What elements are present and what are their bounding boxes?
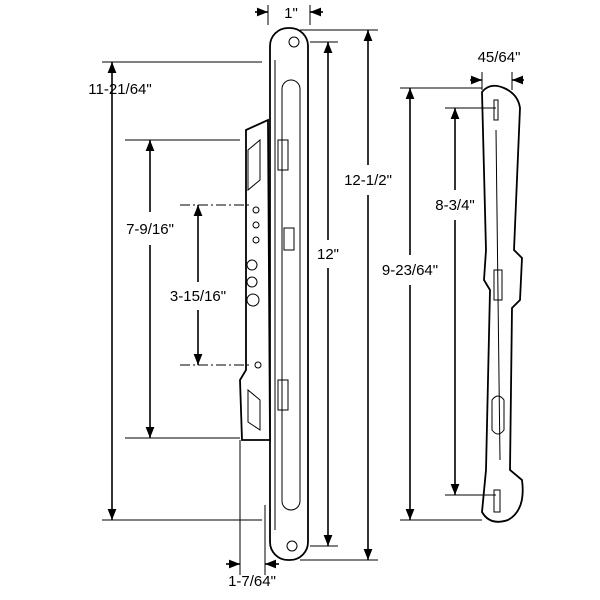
lock-mechanism [239,118,295,441]
dim-plate-mount-spacing: 12" [317,246,339,263]
dim-keeper-length: 9-23/64" [382,262,438,279]
dim-keeper-mount-spacing: 8-3/4" [435,197,475,214]
dimension-lines [102,5,524,575]
dim-backset: 1-7/64" [228,573,276,590]
dim-mechanism-overall: 11-21/64" [88,81,151,98]
face-plate [269,27,309,561]
dim-keeper-width: 45/64" [478,49,521,66]
dim-plate-width: 1" [284,5,298,22]
keeper-plate [481,84,524,523]
dim-mechanism-body: 7-9/16" [126,221,174,238]
dim-hole-spacing: 3-15/16" [170,288,226,305]
dim-plate-length: 12-1/2" [344,172,392,189]
